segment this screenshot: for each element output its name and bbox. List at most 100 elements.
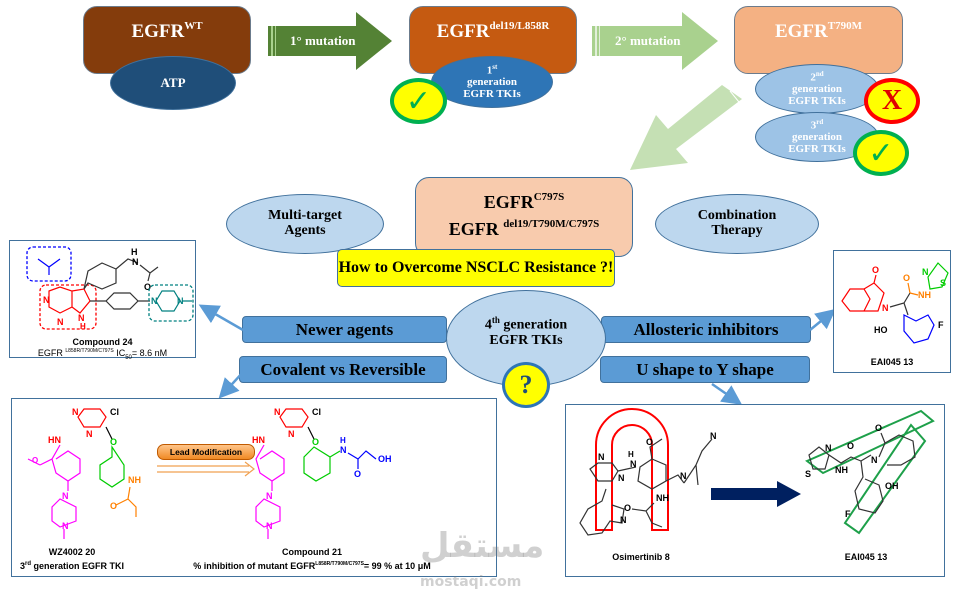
fourth-gen-line1: generation (499, 318, 568, 334)
atom-h: H (628, 450, 634, 459)
check-badge-third-gen: ✓ (853, 130, 909, 176)
first-gen-tki-ellipse: 1st generation EGFR TKIs (431, 56, 553, 108)
atom-o: O (110, 501, 117, 511)
third-gen-sup: rd (816, 117, 824, 126)
atom-n: N (177, 296, 184, 306)
structure-bond (275, 26, 276, 56)
second-gen-num: 2 (810, 71, 816, 84)
atom-nh: NH (835, 465, 848, 475)
egfr-primary-sup: del19/L858R (489, 19, 550, 32)
atom-o: O (646, 437, 653, 447)
compound-24-ic50-sub: 50 (125, 354, 132, 361)
compound-24-panel: N N N H H N O N N Compound 24 EGFR L858R… (9, 240, 196, 361)
watermark-arabic: مستقل (420, 526, 545, 566)
c797s-line2-sup: del19/T790M/C797S (503, 218, 600, 230)
structure-bond (665, 438, 713, 486)
combination-line2: Therapy (711, 223, 763, 238)
lead-modification-label-box: Lead Modification (157, 444, 255, 460)
question-icon: ? (519, 370, 533, 399)
structure-bond (889, 292, 911, 316)
atom-n: N (710, 431, 717, 441)
fourth-gen-num: 4 (484, 318, 492, 334)
covalent-vs-reversible-bar: Covalent vs Reversible (239, 356, 447, 383)
egfr-wt-label: EGFR (131, 20, 185, 42)
atom-ho: HO (874, 325, 888, 335)
atom-n: N (151, 296, 158, 306)
structure-bond (843, 423, 927, 535)
atom-nh: H (131, 247, 138, 257)
cross-icon: X (881, 85, 903, 116)
structure-bond (90, 292, 150, 310)
atom-f: F (938, 320, 944, 330)
atom-n: N (680, 471, 687, 481)
structure-bond (589, 462, 637, 482)
connector-allosteric (809, 308, 836, 331)
wz4002-name: WZ4002 20 (48, 547, 96, 557)
second-gen-line3: EGFR TKIs (788, 94, 846, 107)
compound-21-structure: N N Cl HN N N O H N O OH (252, 407, 392, 539)
atom-n: N (72, 407, 79, 417)
atom-nh: NH (656, 493, 669, 503)
multi-target-line2: Agents (284, 223, 326, 238)
structure-bond (83, 258, 139, 290)
shape-change-panel: N N H N O N N NH O N Osimertinib 8 N S N… (565, 404, 945, 577)
fourth-gen-sup: th (491, 315, 500, 326)
eai045-panel: O N O NH N S HO F EAI045 13 (833, 250, 951, 373)
structure-bond (903, 314, 935, 344)
compound-24-name: Compound 24 (72, 337, 133, 347)
question-badge: ? (502, 362, 550, 408)
compound-21-activity-suffix: = 99 % at 10 μM (363, 561, 431, 571)
c797s-line2: EGFR (448, 219, 504, 239)
atom-n: N (62, 491, 69, 501)
atom-f: F (845, 509, 851, 519)
atom-o: O (903, 273, 910, 283)
atom-n: N (825, 443, 832, 453)
atom-n: N (86, 429, 93, 439)
osimertinib-name: Osimertinib 8 (612, 552, 670, 562)
egfr-wt-sup: WT (184, 19, 203, 32)
covalent-label: Covalent vs Reversible (260, 359, 426, 379)
wz4002-desc-rest: generation EGFR TKI (31, 561, 125, 571)
structure-bond (148, 284, 194, 322)
atom-n: N (78, 313, 85, 323)
third-gen-line2: generation (791, 131, 843, 144)
allosteric-label: Allosteric inhibitors (633, 319, 779, 339)
mutation-arrow-2-label: 2° mutation (615, 33, 681, 48)
structure-bond (927, 262, 949, 290)
mutation-arrow-2 (592, 12, 718, 70)
second-gen-tki-ellipse: 2nd generation EGFR TKIs (755, 64, 879, 114)
newer-agents-bar: Newer agents (242, 316, 447, 343)
compound-21-activity-prefix: % inhibition of mutant EGFR (193, 561, 316, 571)
lead-modification-panel: N N Cl HN O N N O NH O WZ4002 20 3rd gen… (11, 398, 497, 577)
atom-n: N (266, 521, 273, 531)
structure-bond (51, 498, 77, 539)
u-to-y-label: U shape to Y shape (636, 359, 774, 379)
structure-bond (37, 258, 61, 275)
connector-covalent (218, 369, 246, 399)
atom-o: O (110, 437, 117, 447)
egfr-secondary-mutant-box: EGFRT790M (734, 6, 903, 74)
atom-n: N (266, 491, 273, 501)
atom-nh: NH (918, 290, 931, 300)
structure-bond (26, 246, 72, 282)
compound-24-structure: N N N H H N O N N (26, 246, 194, 331)
connector-newer-agents (198, 304, 244, 332)
second-gen-line2: generation (791, 83, 843, 96)
atom-n: N (871, 455, 878, 465)
structure-bond (303, 446, 341, 482)
egfr-primary-label: EGFR (436, 20, 490, 42)
first-gen-line3: EGFR TKIs (463, 87, 521, 100)
first-gen-num: 1 (486, 64, 493, 77)
first-gen-line2: generation (466, 76, 518, 89)
structure-bond (307, 426, 315, 440)
atom-o: O (32, 456, 38, 465)
check-icon: ✓ (405, 83, 432, 119)
structure-bond (854, 460, 884, 514)
structure-bond (630, 85, 742, 170)
allosteric-inhibitors-bar: Allosteric inhibitors (601, 316, 811, 343)
structure-bond (105, 426, 113, 440)
atom-hn: HN (48, 435, 61, 445)
atp-label: ATP (160, 75, 186, 91)
